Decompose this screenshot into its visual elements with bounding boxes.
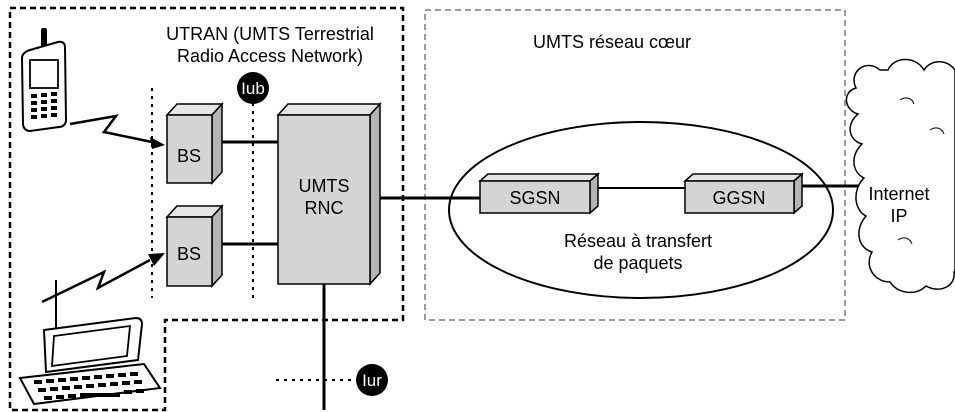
radio-link-laptop-icon xyxy=(41,258,151,304)
core-network-boundary xyxy=(424,9,846,321)
bs-top-node: BS xyxy=(165,102,224,185)
internet-label-line1: Internet xyxy=(868,184,929,204)
internet-label-line2: IP xyxy=(890,206,907,226)
radio-link-phone-icon xyxy=(69,114,153,144)
rnc-label-line1: UMTS xyxy=(299,176,350,196)
rnc-node: UMTS RNC xyxy=(276,102,382,286)
internet-cloud-icon xyxy=(845,58,955,294)
laptop-icon xyxy=(18,280,162,406)
iur-badge xyxy=(356,364,388,396)
internet-cloud-detail xyxy=(897,97,945,245)
iub-label: Iub xyxy=(241,79,265,98)
bs-bottom-node: BS xyxy=(165,204,224,288)
mobile-phone-icon xyxy=(20,28,68,133)
packet-network-ellipse xyxy=(448,121,834,299)
sgsn-node: SGSN xyxy=(478,172,600,215)
utran-boundary xyxy=(8,6,405,412)
bs-bottom-label: BS xyxy=(177,244,201,264)
ggsn-label: GGSN xyxy=(712,188,765,208)
iur-label: Iur xyxy=(362,371,382,390)
sgsn-label: SGSN xyxy=(509,188,560,208)
utran-title-line2: Radio Access Network) xyxy=(177,46,363,66)
bs-top-label: BS xyxy=(177,146,201,166)
rnc-label-line2: RNC xyxy=(305,198,344,218)
core-network-title: UMTS réseau cœur xyxy=(533,32,691,52)
radio-link-phone-arrow xyxy=(150,137,165,149)
utran-title-line1: UTRAN (UMTS Terrestrial xyxy=(166,24,374,44)
radio-link-laptop-arrow xyxy=(148,253,165,266)
iub-badge xyxy=(237,72,269,104)
packet-network-label-line2: de paquets xyxy=(593,253,682,273)
ggsn-node: GGSN xyxy=(683,172,804,215)
packet-network-label-line1: Réseau à transfert xyxy=(564,231,712,251)
